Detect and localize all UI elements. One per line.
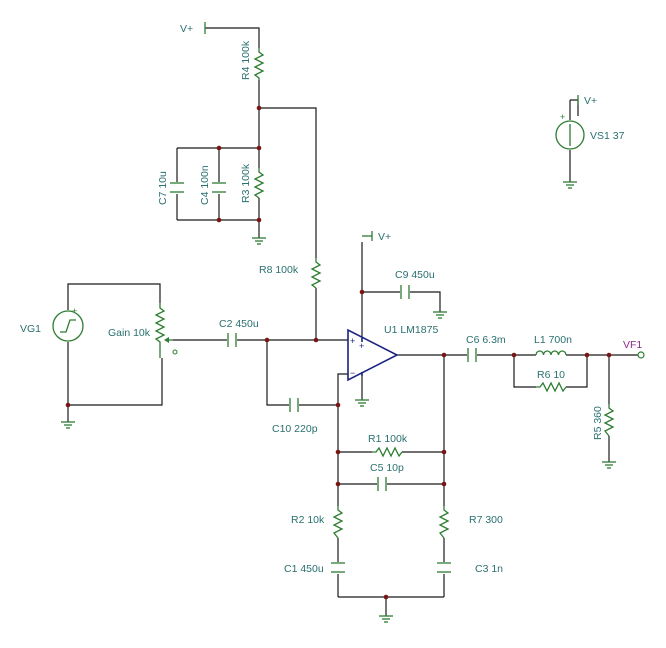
vg1-label: VG1 [20, 323, 41, 335]
r1-resistor [372, 446, 403, 458]
c10-label: C10 220p [272, 423, 318, 435]
c2-label: C2 450u [219, 318, 259, 330]
r3-label: R3 100k [240, 163, 252, 203]
r5-resistor [603, 404, 615, 437]
svg-text:+: + [359, 341, 364, 351]
r7-label: R7 300 [469, 514, 503, 526]
vplus-label: V+ [180, 23, 193, 35]
c3-label: C3 1n [475, 563, 503, 575]
capacitors [170, 182, 477, 573]
resistors [253, 48, 615, 539]
ground-icon [433, 311, 447, 319]
vplus-terminals [204, 22, 579, 241]
junctions [65, 105, 612, 600]
r6-resistor [536, 381, 567, 393]
r3-resistor [253, 168, 265, 199]
c4-label: C4 100n [199, 165, 211, 205]
c5-label: C5 10p [370, 462, 404, 474]
l1-inductor [535, 350, 567, 356]
svg-text:+: + [350, 336, 355, 346]
r2-label: R2 10k [291, 514, 325, 526]
r4-resistor [253, 48, 265, 80]
ground-icon [602, 461, 616, 469]
svg-text:+: + [72, 306, 77, 316]
vs1-source: + [555, 112, 585, 150]
r1-label: R1 100k [368, 433, 408, 445]
vs1-label: VS1 37 [590, 130, 625, 142]
r6-label: R6 10 [537, 369, 565, 381]
c9-label: C9 450u [395, 269, 435, 281]
r2-resistor [332, 506, 344, 539]
vf1-probe [637, 351, 645, 359]
r7-resistor [438, 506, 450, 539]
wires [67, 27, 638, 616]
vf1-label: VF1 [623, 339, 642, 351]
u1-label: U1 LM1875 [384, 324, 438, 336]
ground-icon [355, 399, 369, 407]
r8-label: R8 100k [259, 264, 299, 276]
svg-text:+: + [560, 112, 565, 122]
vg1-source: + [52, 306, 84, 342]
ground-icon [61, 421, 75, 429]
r5-label: R5 360 [592, 406, 604, 440]
gain-potentiometer [154, 303, 178, 358]
svg-text:−: − [350, 368, 355, 378]
r8-resistor [310, 258, 322, 289]
ground-symbols [61, 181, 616, 623]
u1-opamp: + − + [347, 328, 399, 382]
ground-icon [252, 237, 266, 245]
c6-label: C6 6.3m [466, 334, 506, 346]
vplus-label: V+ [584, 95, 597, 107]
ground-icon [379, 615, 393, 623]
labels: V+ V+ V+ VS1 37 R4 100k C7 10u C4 100n R… [20, 23, 642, 575]
ground-icon [563, 181, 577, 189]
r4-label: R4 100k [240, 40, 252, 80]
vplus-label: V+ [378, 231, 391, 243]
c1-label: C1 450u [284, 563, 324, 575]
gain-label: Gain 10k [108, 327, 151, 339]
c7-label: C7 10u [157, 171, 169, 205]
l1-label: L1 700n [534, 334, 572, 346]
